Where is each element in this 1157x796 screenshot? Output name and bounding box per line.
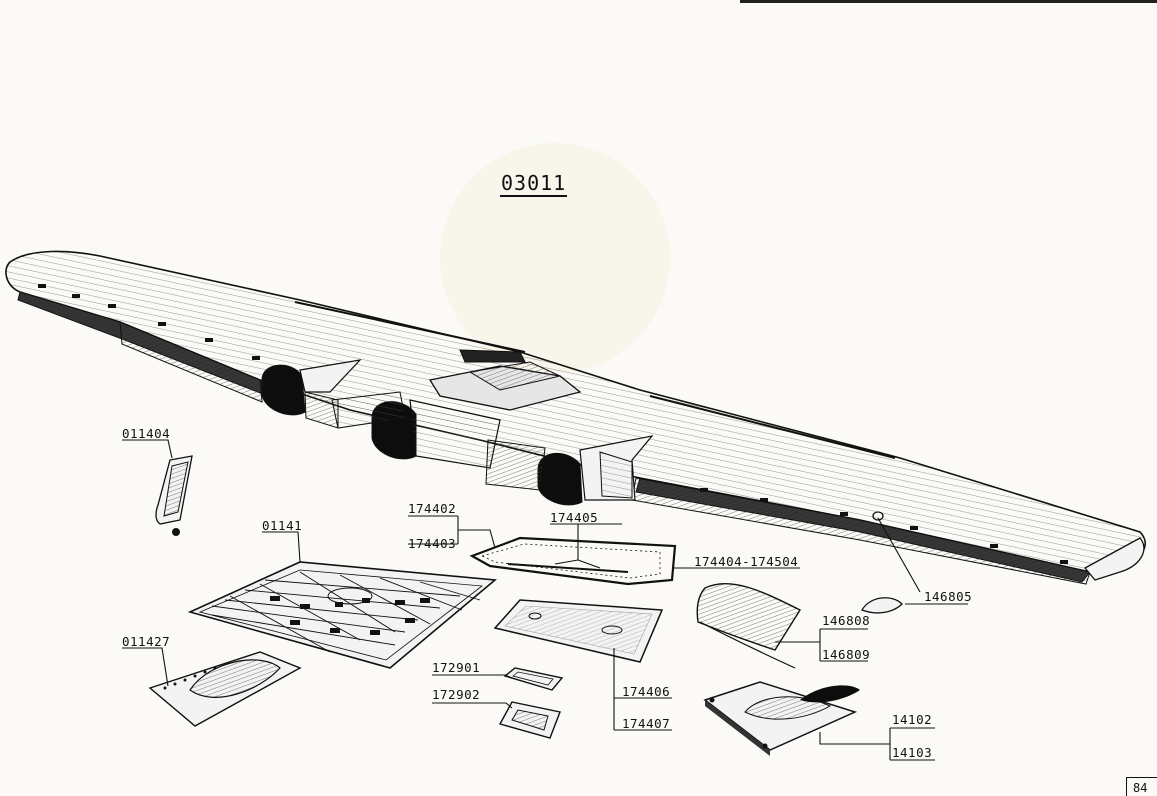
- label-174403: 174403: [408, 536, 457, 551]
- part-011404-drawing: [155, 455, 193, 536]
- nacelle-right: [485, 435, 654, 506]
- leader-lines: [122, 439, 968, 761]
- label-172902: 172902: [432, 687, 481, 702]
- wing-main-body: [5, 250, 1146, 585]
- page-number: 84: [1126, 777, 1157, 796]
- paper-stain: [440, 143, 670, 373]
- label-14103: 14103: [892, 745, 933, 760]
- nacelle-middle: [331, 391, 501, 469]
- part-174402-drawing: [469, 536, 677, 586]
- label-14102: 14102: [892, 712, 933, 727]
- part-146805-drawing: [861, 597, 903, 614]
- part-172902-drawing: [498, 701, 561, 739]
- drawing-number: 03011: [500, 171, 568, 197]
- label-174407: 174407: [622, 716, 671, 731]
- label-01141: 01141: [262, 518, 303, 533]
- label-174406: 174406: [622, 684, 671, 699]
- label-011404: 011404: [122, 426, 171, 441]
- label-146808: 146808: [822, 613, 871, 628]
- part-146808-drawing: [696, 582, 802, 669]
- label-174404-174504: 174404-174504: [694, 554, 799, 569]
- label-174405: 174405: [550, 510, 599, 525]
- part-172901-drawing: [503, 667, 564, 691]
- label-146805: 146805: [924, 589, 973, 604]
- label-172901: 172901: [432, 660, 481, 675]
- part-14102-drawing: [703, 681, 860, 756]
- label-174402: 174402: [408, 501, 457, 516]
- part-174406-drawing: [493, 599, 664, 663]
- label-146809: 146809: [822, 647, 871, 662]
- nacelle-left: [261, 359, 362, 429]
- part-011427-drawing: [148, 651, 302, 727]
- top-border-rule: [740, 0, 1157, 3]
- label-011427: 011427: [122, 634, 171, 649]
- part-01141-drawing: [187, 561, 497, 669]
